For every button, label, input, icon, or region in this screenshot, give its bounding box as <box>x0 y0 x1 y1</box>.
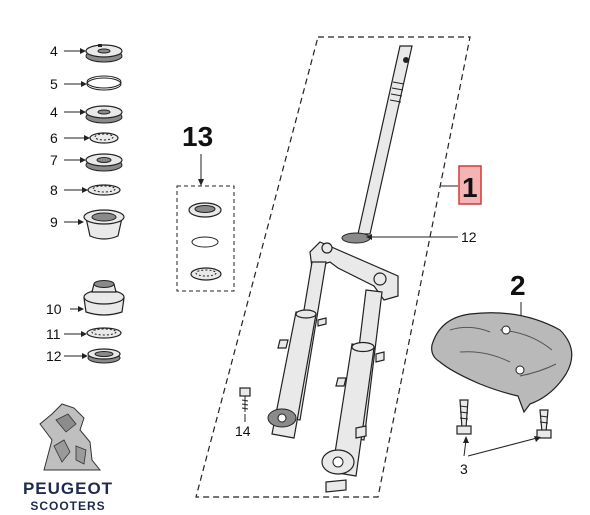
fork-frame <box>195 36 471 498</box>
callout-10: 10 <box>46 301 62 317</box>
part-seal-ring <box>87 348 121 364</box>
part-ball-race <box>87 184 121 196</box>
callout-3: 3 <box>460 461 468 477</box>
brand-wordmark: PEUGEOT SCOOTERS <box>0 480 136 514</box>
mudguard <box>431 312 573 414</box>
part-ball-bearing-lower <box>86 327 122 339</box>
callout-6: 6 <box>50 130 58 146</box>
part-adjust-nut <box>85 105 123 124</box>
callout-4-second: 4 <box>50 104 58 120</box>
callout-4-top: 4 <box>50 43 58 59</box>
peugeot-lion-logo <box>39 403 102 471</box>
callout-12-stem: 12 <box>461 229 477 245</box>
callout-8: 8 <box>50 182 58 198</box>
callout-9: 9 <box>50 214 58 230</box>
highlight-box-1 <box>458 165 482 205</box>
callout-7: 7 <box>50 152 58 168</box>
part-top-nut <box>85 44 123 63</box>
part-ball-bearing-upper <box>89 132 119 144</box>
brand-subtitle: SCOOTERS <box>30 499 106 513</box>
screw-left <box>456 399 472 435</box>
callout-13: 13 <box>182 121 213 152</box>
callout-2: 2 <box>510 270 526 301</box>
callout-1: 1 <box>462 172 478 203</box>
group-13-box <box>176 185 235 292</box>
arrow-13 <box>198 179 204 186</box>
part-lock-ring <box>86 75 122 91</box>
arrow-12-stem <box>366 234 372 240</box>
brand-name: PEUGEOT <box>22 479 114 498</box>
left-leaders <box>64 48 90 359</box>
part-lower-cup <box>83 209 125 240</box>
callout-14: 14 <box>235 423 251 439</box>
part-bearing-cup <box>85 153 123 172</box>
part-cone <box>83 280 125 316</box>
callout-12-left: 12 <box>46 348 62 364</box>
screw-right <box>536 409 552 439</box>
group-13-parts <box>188 202 222 281</box>
callout-5: 5 <box>50 76 58 92</box>
arrow-3-left <box>463 436 469 443</box>
callout-11: 11 <box>46 326 61 342</box>
arrow-3-right <box>534 436 541 442</box>
front-fork-assembly <box>239 45 413 493</box>
